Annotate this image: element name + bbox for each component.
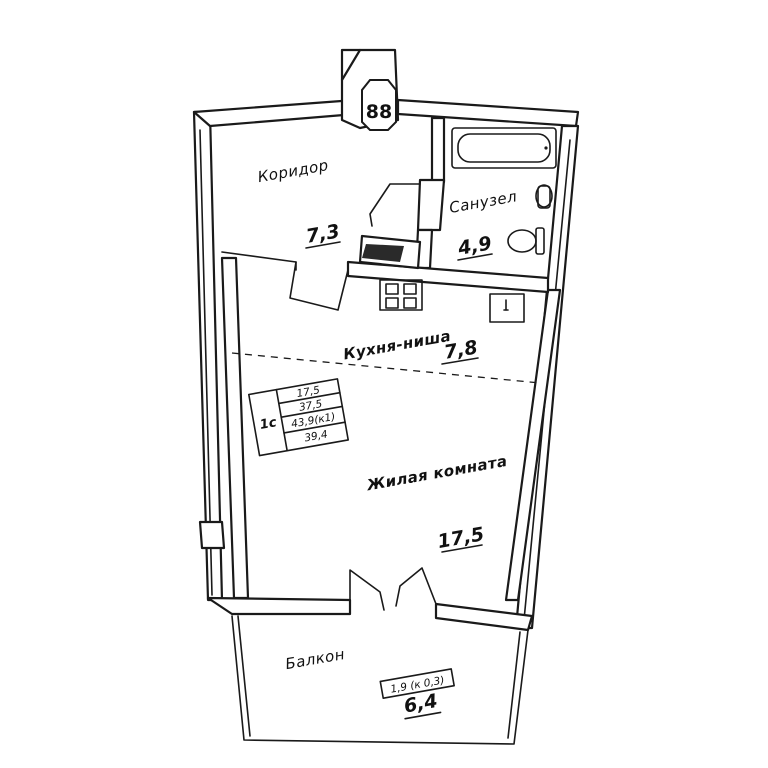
bathtub — [451, 127, 557, 169]
kitchen-fixtures — [379, 279, 525, 323]
room-living: Жилая комната 17,5 — [365, 452, 509, 553]
summary-living: 17,5 — [296, 384, 321, 400]
kitchen-area: 7,8 — [442, 336, 479, 364]
kitchen-name: Кухня-ниша — [342, 327, 452, 364]
outer-walls — [192, 98, 580, 630]
room-corridor: Коридор 7,3 — [256, 156, 341, 249]
living-name: Жилая комната — [365, 452, 509, 495]
balcony — [206, 567, 534, 745]
corridor-doors — [221, 183, 422, 311]
bathroom-name: Санузел — [448, 187, 519, 217]
area-summary: 1с 17,5 37,5 43,9(к1) 39,4 — [247, 378, 349, 457]
bathroom-walls — [346, 116, 550, 294]
corridor-area: 7,3 — [304, 220, 341, 248]
summary-reduced: 39,4 — [304, 429, 329, 445]
bathroom-area: 4,9 — [455, 232, 493, 260]
room-bathroom: Санузел 4,9 — [448, 187, 519, 261]
corridor-name: Коридор — [256, 156, 330, 186]
apartment-badge: 88 — [340, 48, 400, 131]
apartment-number: 88 — [366, 101, 392, 123]
room-kitchen: Кухня-ниша 7,8 — [342, 327, 479, 365]
room-balcony: Балкон 1,9 (к 0,3) 6,4 — [284, 645, 455, 720]
balcony-name: Балкон — [284, 645, 346, 673]
summary-total: 37,5 — [298, 398, 323, 414]
bathroom-fixtures — [507, 184, 553, 255]
kitchen-divider — [231, 352, 541, 384]
summary-type: 1с — [259, 415, 278, 433]
